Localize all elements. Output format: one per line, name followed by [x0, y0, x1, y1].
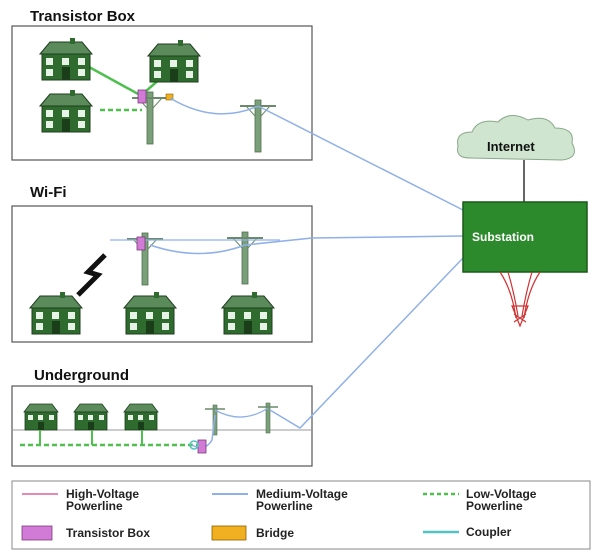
house-icon	[123, 291, 177, 335]
legend: High-Voltage Powerline Medium-Voltage Po…	[11, 480, 591, 550]
house-icon	[39, 37, 93, 81]
substation-box	[462, 201, 588, 273]
section-transistor-box: Transistor Box	[11, 8, 464, 211]
substation-node: Substation	[462, 201, 588, 328]
cloud-icon	[457, 115, 575, 161]
high-voltage-tower-icon	[499, 271, 541, 319]
section-underground: Underground	[11, 257, 464, 467]
section-title-underground: Underground	[34, 367, 129, 384]
medium-voltage-line	[214, 407, 269, 418]
internet-node: Internet	[457, 115, 575, 202]
legend-label-high-voltage-line1: High-Voltage	[66, 487, 139, 501]
medium-voltage-line	[311, 235, 464, 239]
legend-label-low-voltage-line1: Low-Voltage	[466, 487, 537, 501]
transistor-box-icon	[137, 89, 147, 104]
legend-label-transistor-box: Transistor Box	[66, 526, 150, 540]
internet-label: Internet	[487, 139, 535, 154]
legend-label-high-voltage-line2: Powerline	[66, 499, 123, 513]
medium-voltage-line	[257, 105, 464, 211]
legend-label-coupler: Coupler	[466, 525, 512, 539]
medium-voltage-line	[149, 237, 313, 255]
house-icon	[23, 403, 59, 431]
wireless-signal-icon	[76, 253, 107, 297]
section-title-transistor-box: Transistor Box	[30, 8, 136, 25]
medium-voltage-line	[169, 97, 259, 115]
section-title-wifi: Wi-Fi	[30, 184, 67, 201]
house-icon	[39, 89, 93, 133]
section-frame	[11, 385, 313, 467]
house-icon	[221, 291, 275, 335]
house-icon	[147, 39, 201, 83]
high-voltage-tower-icon	[511, 305, 529, 328]
section-wifi: Wi-Fi	[11, 184, 464, 343]
legend-label-medium-voltage-line2: Powerline	[256, 499, 313, 513]
legend-label-low-voltage-line2: Powerline	[466, 499, 523, 513]
legend-swatch-bridge	[211, 525, 247, 541]
legend-swatch-transistor-box	[21, 525, 53, 541]
bridge-icon	[165, 93, 174, 101]
house-icon	[73, 403, 109, 431]
house-icon	[29, 291, 83, 335]
legend-label-bridge: Bridge	[256, 526, 294, 540]
legend-label-medium-voltage-line1: Medium-Voltage	[256, 487, 348, 501]
legend-frame	[11, 480, 591, 550]
coupler-icon	[189, 440, 199, 450]
medium-voltage-line	[269, 257, 464, 429]
house-icon	[123, 403, 159, 431]
substation-label: Substation	[472, 230, 534, 244]
transistor-box-icon	[197, 439, 207, 454]
transistor-box-icon	[136, 236, 146, 251]
